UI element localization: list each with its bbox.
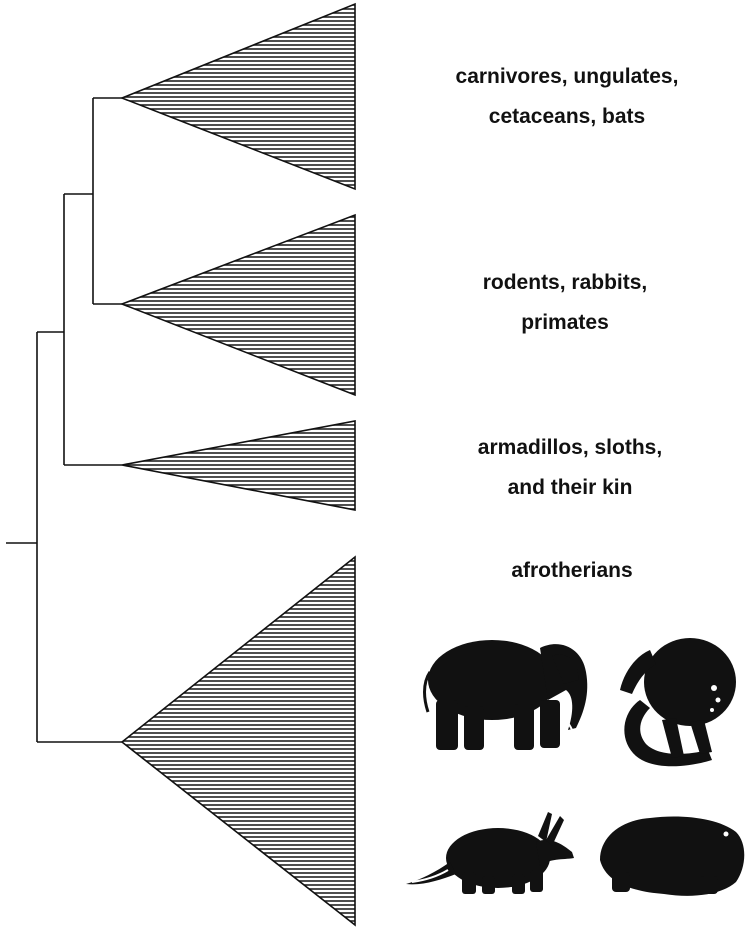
clade-label-euarchontoglires: rodents, rabbits, primates [415, 263, 715, 343]
clade-label-xenarthra: armadillos, sloths, and their kin [420, 428, 720, 508]
clade-triangles [122, 4, 355, 925]
clade-label-line: rodents, rabbits, [415, 263, 715, 303]
clade-label-afrotheria: afrotherians [422, 551, 722, 591]
triangle-laurasiatheria [122, 4, 355, 189]
clade-label-line: afrotherians [422, 551, 722, 591]
clade-label-line: and their kin [420, 468, 720, 508]
clade-label-line: armadillos, sloths, [420, 428, 720, 468]
clade-label-line: primates [415, 303, 715, 343]
elephant-silhouette [425, 640, 588, 750]
triangle-afrotheria [122, 557, 355, 925]
clade-label-line: cetaceans, bats [417, 97, 717, 137]
clade-label-line: carnivores, ungulates, [417, 57, 717, 97]
hyrax-silhouette [600, 817, 744, 896]
golden-mole-silhouette [620, 638, 736, 766]
triangle-xenarthra [122, 421, 355, 510]
triangle-euarchontoglires [122, 215, 355, 395]
aardvark-silhouette [406, 812, 574, 894]
clade-label-laurasiatheria: carnivores, ungulates, cetaceans, bats [417, 57, 717, 137]
tree-branches [6, 98, 122, 742]
